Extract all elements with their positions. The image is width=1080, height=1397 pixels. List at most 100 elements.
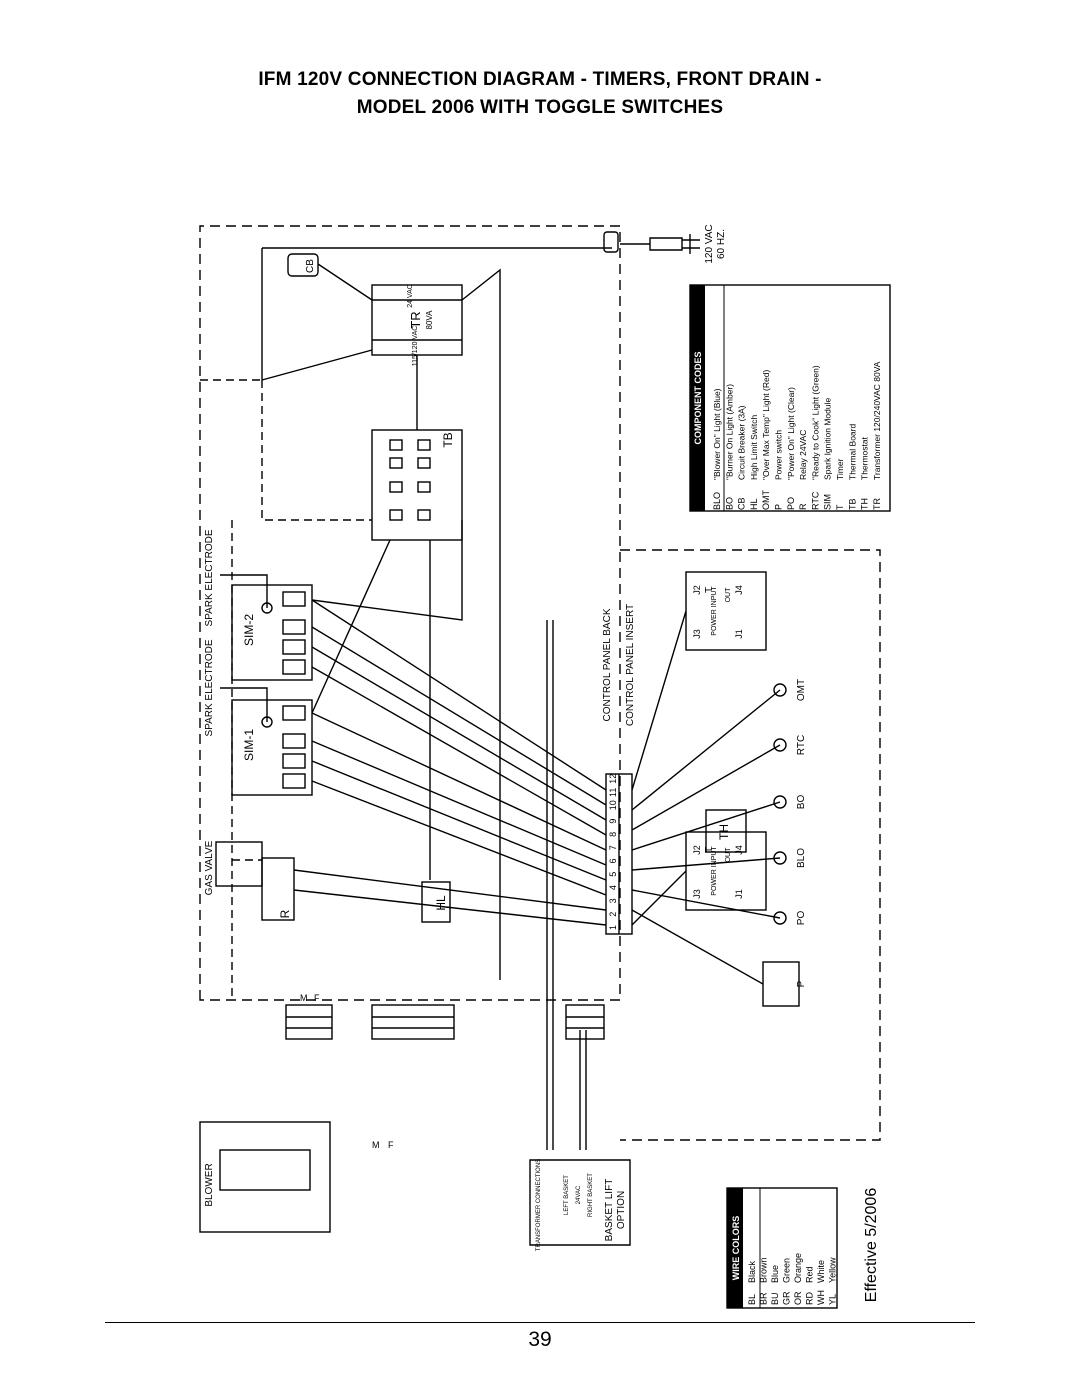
timer-lower-out: OUT <box>725 847 732 863</box>
component-description: "Power On" Light (Clear) <box>786 387 796 480</box>
option-label: OPTION <box>616 1191 627 1229</box>
circuit-breaker-label: CB <box>305 259 316 273</box>
transformer-primary-label: 115/120 VAC <box>412 326 419 367</box>
terminal-number: 8 <box>608 832 618 837</box>
wire-color-name: Green <box>782 1258 792 1283</box>
terminal-strip-center <box>371 1004 455 1040</box>
component-code: BO <box>724 497 734 510</box>
terminal-number: 2 <box>608 912 618 917</box>
transformer-connections-label: TRANSFORMER CONNECTIONS <box>536 1159 542 1251</box>
terminal-m-label: M <box>300 993 308 1003</box>
power-frequency-label: 60 HZ. <box>716 229 727 259</box>
timer-upper-out: OUT <box>725 587 732 603</box>
timer-upper-t: T <box>704 587 715 593</box>
effective-date: Effective 5/2006 <box>863 1188 880 1303</box>
wire-bundle <box>293 599 607 926</box>
timer-upper-j2: J2 <box>692 585 702 595</box>
component-code: CB <box>737 497 747 510</box>
conduit-right <box>579 1030 587 1150</box>
timer-lower-t: T <box>704 847 715 853</box>
omt-light-icon <box>773 683 787 697</box>
bo-label: BO <box>796 795 807 810</box>
wire-colors-heading: WIRE COLORS <box>731 1216 741 1281</box>
page-number: 39 <box>528 1328 552 1351</box>
timer-upper-j4: J4 <box>734 585 744 595</box>
thermostat-block <box>705 809 747 853</box>
component-code: TB <box>847 498 857 510</box>
blower-terminal-m-label: M <box>372 1140 380 1150</box>
wire-color-code: WH <box>816 1290 826 1305</box>
blo-label: BLO <box>796 848 807 868</box>
timer-lower-j4: J4 <box>734 845 744 855</box>
page-title-line-1: IFM 120V CONNECTION DIAGRAM - TIMERS, FR… <box>258 69 822 90</box>
wire-color-code: RD <box>805 1292 815 1305</box>
wire-bundle-insert <box>631 610 781 985</box>
component-description: Transformer 120/240VAC 80VA <box>872 361 882 480</box>
component-description: Timer <box>835 458 845 480</box>
wire-color-name: Red <box>805 1266 815 1283</box>
timer-lower-j2: J2 <box>692 845 702 855</box>
component-code: TR <box>872 498 882 510</box>
enclosure-dashed-outline <box>199 225 621 1001</box>
page-title-line-2: MODEL 2006 WITH TOGGLE SWITCHES <box>356 97 724 118</box>
relay-label: R <box>278 909 292 918</box>
circuit-breaker-symbol <box>287 253 319 277</box>
component-code: PO <box>786 497 796 510</box>
component-description: "Over Max Temp" Light (Red) <box>761 370 771 480</box>
sim-1-label: SIM-1 <box>242 729 256 761</box>
component-description: Circuit Breaker (3A) <box>737 405 747 480</box>
wire-color-name: Orange <box>793 1253 803 1283</box>
thermal-board-label: TB <box>441 432 455 447</box>
control-panel-back-label: CONTROL PANEL BACK <box>602 608 613 721</box>
component-code: HL <box>749 498 759 510</box>
wire-color-name: Blue <box>770 1265 780 1283</box>
component-code: T <box>835 504 845 510</box>
control-panel-insert-label: CONTROL PANEL INSERT <box>625 604 636 726</box>
component-code: R <box>798 503 808 510</box>
terminal-number: 10 <box>608 800 618 810</box>
conduit-left <box>546 620 554 1150</box>
right-basket-label: RIGHT BASKET <box>588 1173 594 1217</box>
timer-upper-j1: J1 <box>734 629 744 639</box>
component-code: TH <box>860 498 870 510</box>
power-input-upper: POWER INPUT <box>711 586 718 636</box>
gas-valve-label: GAS VALVE <box>204 840 215 895</box>
bo-light-icon <box>773 795 787 809</box>
power-cord-inner <box>261 247 612 380</box>
component-description: High Limit Switch <box>749 415 759 480</box>
power-switch-block <box>762 961 800 1007</box>
terminal-number: 1 <box>608 925 618 930</box>
component-description: Relay 24VAC <box>798 430 808 480</box>
po-label: PO <box>796 911 807 926</box>
timer-upper-j3: J3 <box>692 629 702 639</box>
wire-color-code: YL <box>828 1294 838 1305</box>
sim-2-label: SIM-2 <box>242 614 256 646</box>
cord-clamp <box>603 231 619 253</box>
terminal-number: 11 <box>608 788 618 797</box>
power-input-lower: POWER INPUT <box>711 846 718 896</box>
terminal-number: 6 <box>608 858 618 863</box>
component-code: SIM <box>823 494 833 510</box>
wire-color-name: Yellow <box>828 1257 838 1283</box>
power-plug-icon <box>649 234 700 254</box>
power-switch-label: P <box>796 980 807 987</box>
footer-rule <box>105 1322 975 1323</box>
wire-color-name: White <box>816 1260 826 1283</box>
omt-label: OMT <box>796 679 807 701</box>
component-code: P <box>774 504 784 510</box>
transformer-rating: 80VA <box>425 310 434 330</box>
wire-color-code: BR <box>759 1292 769 1305</box>
terminal-strip-gas <box>285 1004 333 1040</box>
wire-color-name: Brown <box>759 1257 769 1283</box>
wire-bundle-top <box>261 263 501 980</box>
vac24-label: 24VAC <box>576 1185 582 1204</box>
blower-block <box>199 1121 331 1233</box>
terminal-number: 4 <box>608 885 618 890</box>
terminal-strip-basket <box>565 1004 605 1040</box>
terminal-number: 3 <box>608 898 618 903</box>
component-description: "Ready to Cook" Light (Green) <box>810 365 820 480</box>
component-description: Power switch <box>774 430 784 480</box>
wire-colors-table: WIRE COLORS BLBlackBRBrownBUBlueGRGreenO… <box>726 1187 838 1309</box>
control-panel-insert-outline <box>620 549 881 1141</box>
